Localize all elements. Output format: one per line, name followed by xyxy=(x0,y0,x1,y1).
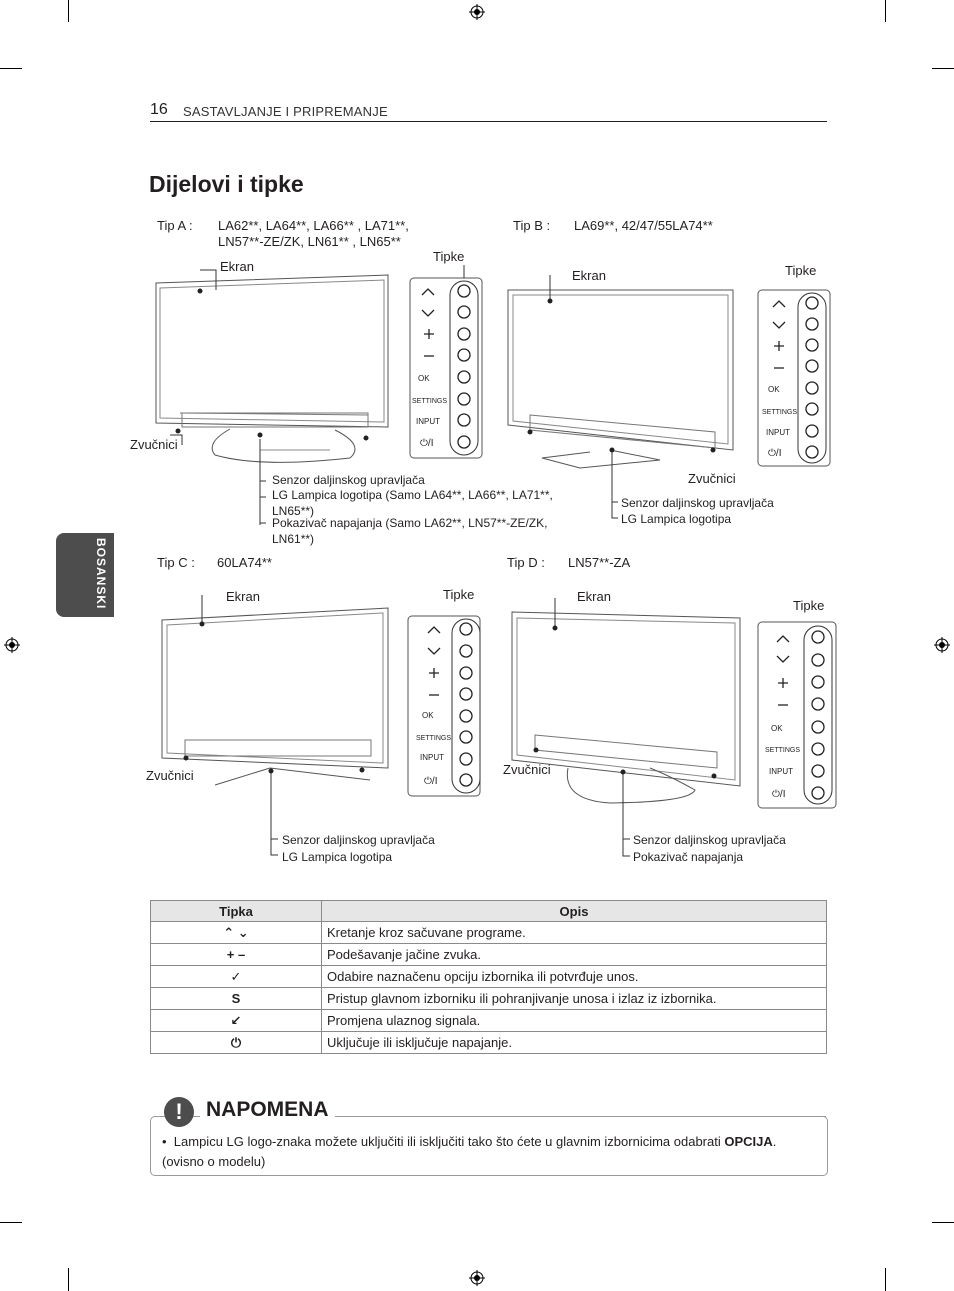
table-row: ⏻ Uključuje ili isključuje napajanje. xyxy=(150,1031,827,1054)
tv-diagram-type-b: OK SETTINGS INPUT ⏻/I xyxy=(507,275,831,519)
registration-mark-icon xyxy=(4,637,20,653)
type-c-speakers-label: Zvučnici xyxy=(146,768,194,783)
input-label: INPUT xyxy=(766,428,790,437)
type-b-callout-2: LG Lampica logotipa xyxy=(621,512,732,526)
page-number: 16 xyxy=(150,101,168,118)
type-c-callout-1: Senzor daljinskog upravljača xyxy=(282,833,435,847)
table-row: ✓ Odabire naznačenu opciju izbornika ili… xyxy=(150,965,827,988)
type-b-label: Tip B : xyxy=(513,218,551,233)
crop-mark xyxy=(68,0,69,22)
type-b-callout-1: Senzor daljinskog upravljača xyxy=(621,496,774,510)
note-text: • Lampicu LG logo-znaka možete uključiti… xyxy=(162,1134,777,1169)
type-b-buttons-label: Tipke xyxy=(785,263,817,278)
type-b-models: LA69**, 42/47/55LA74** xyxy=(574,218,713,233)
type-d-speakers-label: Zvučnici xyxy=(503,762,551,777)
crop-mark xyxy=(885,1268,886,1291)
power-icon: ⏻/I xyxy=(420,438,433,449)
note-text-bold: OPCIJA xyxy=(724,1134,773,1149)
type-a-models-line1: LA62**, LA64**, LA66** , LA71**, xyxy=(218,218,409,233)
type-b-speakers-label: Zvučnici xyxy=(688,471,736,486)
type-a-callout-1: Senzor daljinskog upravljača xyxy=(272,473,425,487)
note-text-before: Lampicu LG logo-znaka možete uključiti i… xyxy=(173,1134,721,1149)
table-header-key: Tipka xyxy=(150,900,322,922)
type-a-speakers-label: Zvučnici xyxy=(130,437,178,452)
note-text-after: . (ovisno o modelu) xyxy=(162,1134,777,1169)
tv-diagram-type-a: OK SETTINGS INPUT ⏻/I xyxy=(155,265,483,525)
note-rule xyxy=(342,1116,826,1117)
type-a-callout-2: LG Lampica logotipa (Samo LA64**, LA66**… xyxy=(272,488,553,502)
table-row: S Pristup glavnom izborniku ili pohranji… xyxy=(150,987,827,1010)
registration-mark-icon xyxy=(469,1270,485,1286)
type-a-buttons-label: Tipke xyxy=(433,249,465,264)
input-label: INPUT xyxy=(769,767,793,776)
ok-label: OK xyxy=(422,711,434,720)
type-d-callout-1: Senzor daljinskog upravljača xyxy=(633,833,786,847)
registration-mark-icon xyxy=(934,637,950,653)
crop-mark xyxy=(885,0,886,22)
table-cell-desc: Promjena ulaznog signala. xyxy=(321,1009,827,1032)
type-a-callout-3: LN65**) xyxy=(272,504,315,518)
buttons-table: Tipka Opis ⌃ ⌄ Kretanje kroz sačuvane pr… xyxy=(150,900,827,1054)
table-row: + – Podešavanje jačine zvuka. xyxy=(150,943,827,966)
input-label: INPUT xyxy=(416,417,440,426)
type-d-label: Tip D : xyxy=(507,555,545,570)
type-a-callout-5: LN61**) xyxy=(272,532,315,546)
type-c-screen-label: Ekran xyxy=(226,589,260,604)
table-cell-key: ⌃ ⌄ xyxy=(150,921,322,944)
table-cell-key: ✓ xyxy=(150,965,322,988)
ok-label: OK xyxy=(771,724,783,733)
crop-mark xyxy=(68,1268,69,1291)
language-tab xyxy=(56,533,114,617)
type-d-buttons-label: Tipke xyxy=(793,598,825,613)
table-row: ⌃ ⌄ Kretanje kroz sačuvane programe. xyxy=(150,921,827,944)
settings-label: SETTINGS xyxy=(416,735,451,742)
table-cell-key: + – xyxy=(150,943,322,966)
table-row: ↙ Promjena ulaznog signala. xyxy=(150,1009,827,1032)
tv-diagram-type-c: OK SETTINGS INPUT ⏻/I xyxy=(161,595,481,856)
page-title: Dijelovi i tipke xyxy=(149,171,304,197)
section-title: SASTAVLJANJE I PRIPREMANJE xyxy=(183,104,388,119)
power-icon: ⏻/I xyxy=(772,789,785,800)
table-cell-key: ⏻ xyxy=(150,1031,322,1054)
type-b-screen-label: Ekran xyxy=(572,268,606,283)
settings-label: SETTINGS xyxy=(765,747,800,754)
table-header-desc: Opis xyxy=(321,900,827,922)
type-a-callout-4: Pokazivač napajanja (Samo LA62**, LN57**… xyxy=(272,516,548,530)
table-cell-desc: Uključuje ili isključuje napajanje. xyxy=(321,1031,827,1054)
crop-mark xyxy=(0,1222,22,1223)
crop-mark xyxy=(932,1222,954,1223)
ok-label: OK xyxy=(768,385,780,394)
power-icon: ⏻/I xyxy=(768,448,781,459)
table-cell-key: ↙ xyxy=(150,1009,322,1032)
type-c-buttons-label: Tipke xyxy=(443,587,475,602)
header-rule xyxy=(150,121,827,122)
type-c-callout-2: LG Lampica logotipa xyxy=(282,850,393,864)
type-c-label: Tip C : xyxy=(157,555,195,570)
type-c-models: 60LA74** xyxy=(217,555,272,570)
crop-mark xyxy=(932,68,954,69)
type-d-callout-2: Pokazivač napajanja xyxy=(633,850,744,864)
table-header-row: Tipka Opis xyxy=(150,900,827,922)
input-label: INPUT xyxy=(420,753,444,762)
table-cell-desc: Kretanje kroz sačuvane programe. xyxy=(321,921,827,944)
table-cell-desc: Odabire naznačenu opciju izbornika ili p… xyxy=(321,965,827,988)
table-cell-desc: Pristup glavnom izborniku ili pohranjiva… xyxy=(321,987,827,1010)
type-a-screen-label: Ekran xyxy=(220,259,254,274)
type-a-label: Tip A : xyxy=(157,218,193,233)
settings-label: SETTINGS xyxy=(412,398,447,405)
ok-label: OK xyxy=(418,374,430,383)
table-cell-desc: Podešavanje jačine zvuka. xyxy=(321,943,827,966)
type-d-screen-label: Ekran xyxy=(577,589,611,604)
power-icon: ⏻/I xyxy=(424,776,437,787)
tv-diagram-type-d: OK SETTINGS INPUT ⏻/I xyxy=(511,598,837,857)
language-tab-label: BOSANSKI xyxy=(94,538,108,610)
crop-mark xyxy=(0,68,22,69)
type-a-models-line2: LN57**-ZE/ZK, LN61** , LN65** xyxy=(218,234,401,249)
table-cell-key: S xyxy=(150,987,322,1010)
registration-mark-icon xyxy=(469,4,485,20)
exclamation-icon: ! xyxy=(164,1097,194,1127)
note-title: NAPOMENA xyxy=(200,1098,335,1122)
settings-label: SETTINGS xyxy=(762,409,797,416)
type-d-models: LN57**-ZA xyxy=(568,555,631,570)
